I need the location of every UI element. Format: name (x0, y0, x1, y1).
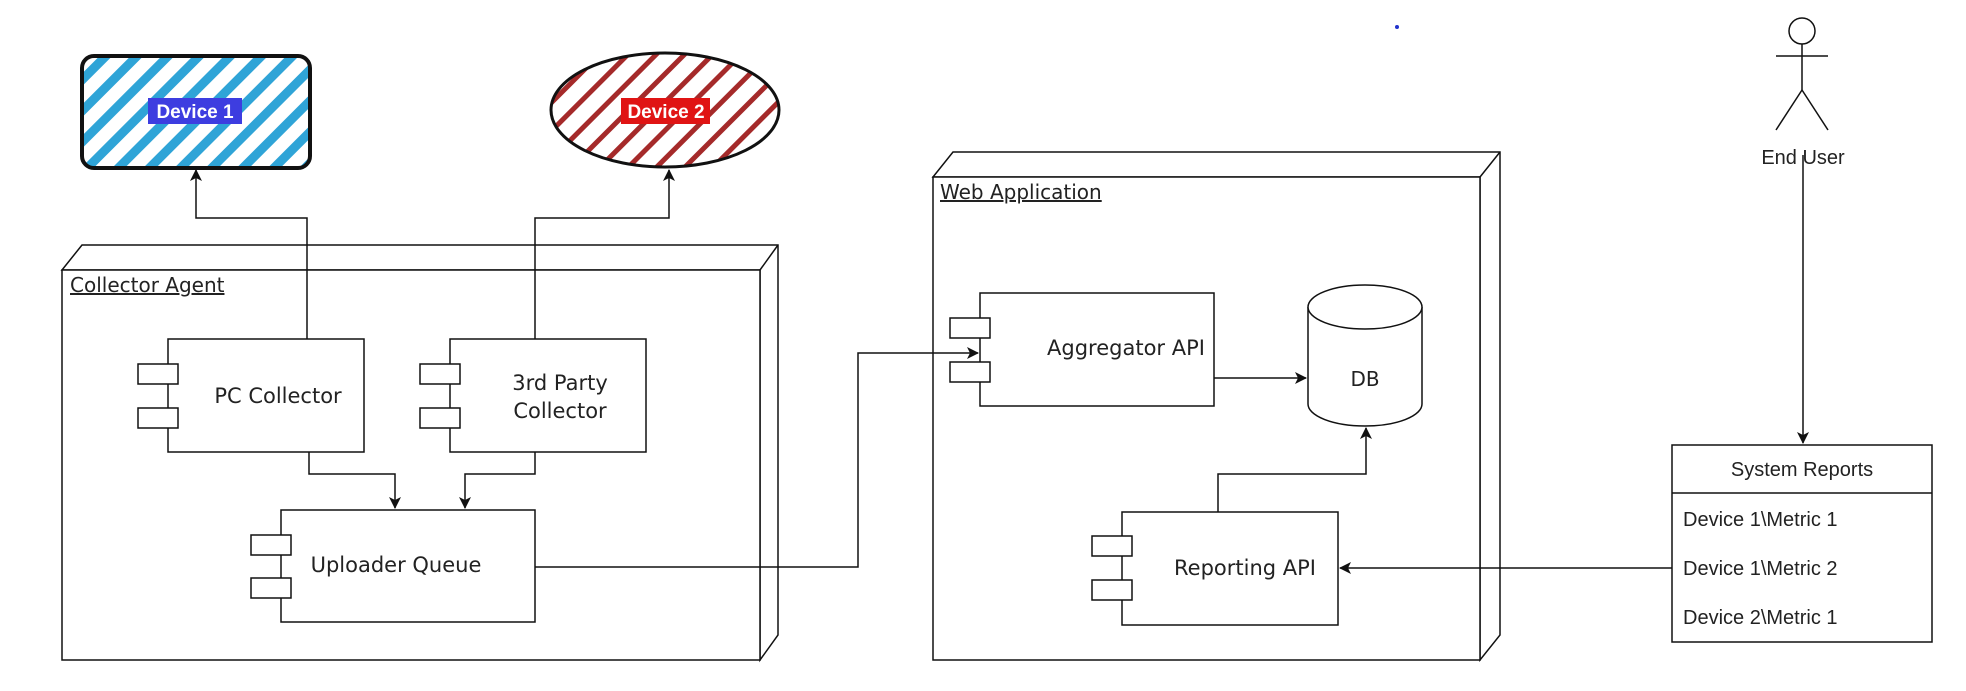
edge-3rd-party-to-uploader[interactable] (459, 452, 536, 509)
device-2-label: Device 2 (627, 102, 704, 123)
reporting-api-component[interactable]: Reporting API (1091, 511, 1339, 626)
pc-collector-component[interactable]: PC Collector (137, 338, 365, 453)
uploader-queue-label: Uploader Queue (311, 553, 482, 577)
pc-collector-label: PC Collector (214, 384, 342, 408)
edge-pc-collector-to-uploader[interactable] (308, 452, 401, 509)
edge-3rd-party-to-device-2[interactable] (534, 169, 675, 339)
edge-uploader-to-aggregator[interactable] (535, 347, 979, 568)
db-label: DB (1350, 367, 1379, 391)
system-reports-list[interactable]: System Reports Device 1\Metric 1 Device … (1671, 444, 1933, 643)
stray-dot (1395, 25, 1399, 29)
third-party-collector-label-line1: 3rd Party (512, 371, 608, 395)
third-party-collector-label-line2: Collector (513, 399, 607, 423)
device-2-node[interactable]: Device 2 (549, 51, 781, 169)
aggregator-api-label: Aggregator API (1047, 336, 1205, 360)
device-1-node[interactable]: Device 1 (80, 54, 312, 170)
device-1-label: Device 1 (156, 102, 234, 123)
system-reports-title: System Reports (1731, 459, 1873, 481)
connectors (190, 155, 1809, 574)
db-cylinder[interactable]: DB (1307, 284, 1423, 427)
collector-agent-title: Collector Agent (70, 273, 225, 297)
system-reports-item[interactable]: Device 1\Metric 1 (1683, 509, 1838, 531)
third-party-collector-component[interactable]: 3rd Party Collector (419, 338, 647, 453)
reporting-api-label: Reporting API (1174, 556, 1316, 580)
aggregator-api-component[interactable]: Aggregator API (949, 292, 1215, 407)
end-user-actor[interactable]: End User (1761, 17, 1845, 169)
edge-reporting-to-db[interactable] (1217, 427, 1372, 512)
uploader-queue-component[interactable]: Uploader Queue (250, 509, 536, 623)
system-reports-item[interactable]: Device 1\Metric 2 (1683, 558, 1838, 580)
edge-pc-collector-to-device-1[interactable] (190, 169, 308, 339)
system-reports-item[interactable]: Device 2\Metric 1 (1683, 607, 1838, 629)
web-application-title: Web Application (940, 180, 1102, 204)
